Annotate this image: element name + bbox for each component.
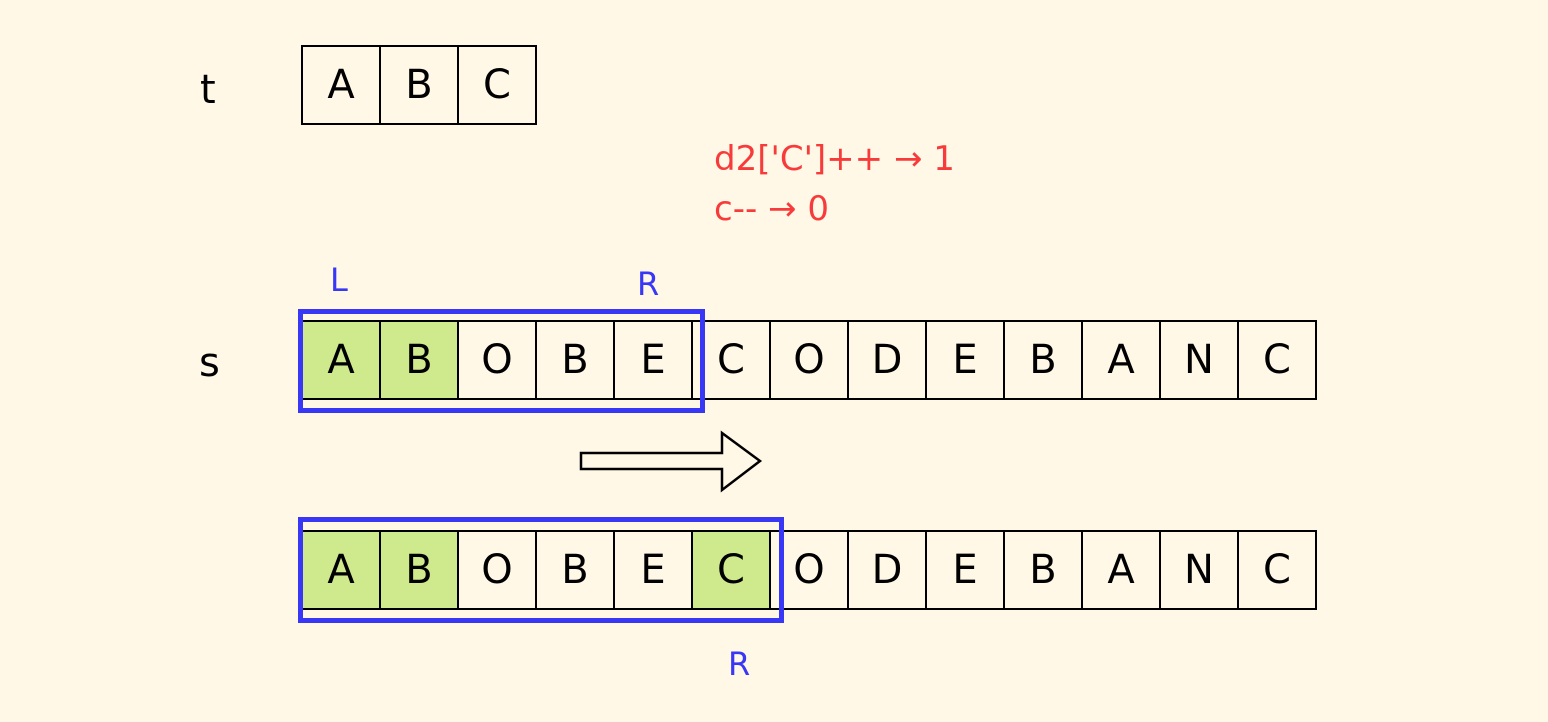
s-cell: C xyxy=(1237,320,1317,400)
s-cell: B xyxy=(1003,530,1083,610)
right-arrow-icon xyxy=(579,430,763,493)
s-cell: E xyxy=(613,320,693,400)
s-cell: B xyxy=(379,320,459,400)
t-cell: C xyxy=(457,45,537,125)
s-cell: E xyxy=(925,530,1005,610)
s-cell: D xyxy=(847,320,927,400)
note-line-1: d2['C']++ → 1 xyxy=(714,139,955,179)
s-cell: D xyxy=(847,530,927,610)
s-cell: O xyxy=(457,320,537,400)
s-cell: A xyxy=(1081,530,1161,610)
note-line-2: c-- → 0 xyxy=(714,189,829,229)
s-cell: B xyxy=(379,530,459,610)
s-cell: O xyxy=(457,530,537,610)
s-cell: C xyxy=(1237,530,1317,610)
window-after xyxy=(298,517,784,623)
s-label: s xyxy=(199,340,220,386)
window-before xyxy=(298,309,705,413)
s-cell: N xyxy=(1159,530,1239,610)
s-cell: E xyxy=(925,320,1005,400)
left-pointer-label: L xyxy=(330,261,348,299)
s-cell: A xyxy=(1081,320,1161,400)
t-array: A B C xyxy=(301,45,537,125)
right-pointer-label-row1: R xyxy=(637,265,660,303)
t-label: t xyxy=(200,67,216,113)
s-cell: A xyxy=(301,530,381,610)
s-cell: B xyxy=(1003,320,1083,400)
t-cell: B xyxy=(379,45,459,125)
t-cell: A xyxy=(301,45,381,125)
right-pointer-label-row2: R xyxy=(728,645,751,683)
s-cell: A xyxy=(301,320,381,400)
s-cell: N xyxy=(1159,320,1239,400)
s-cell: O xyxy=(769,320,849,400)
